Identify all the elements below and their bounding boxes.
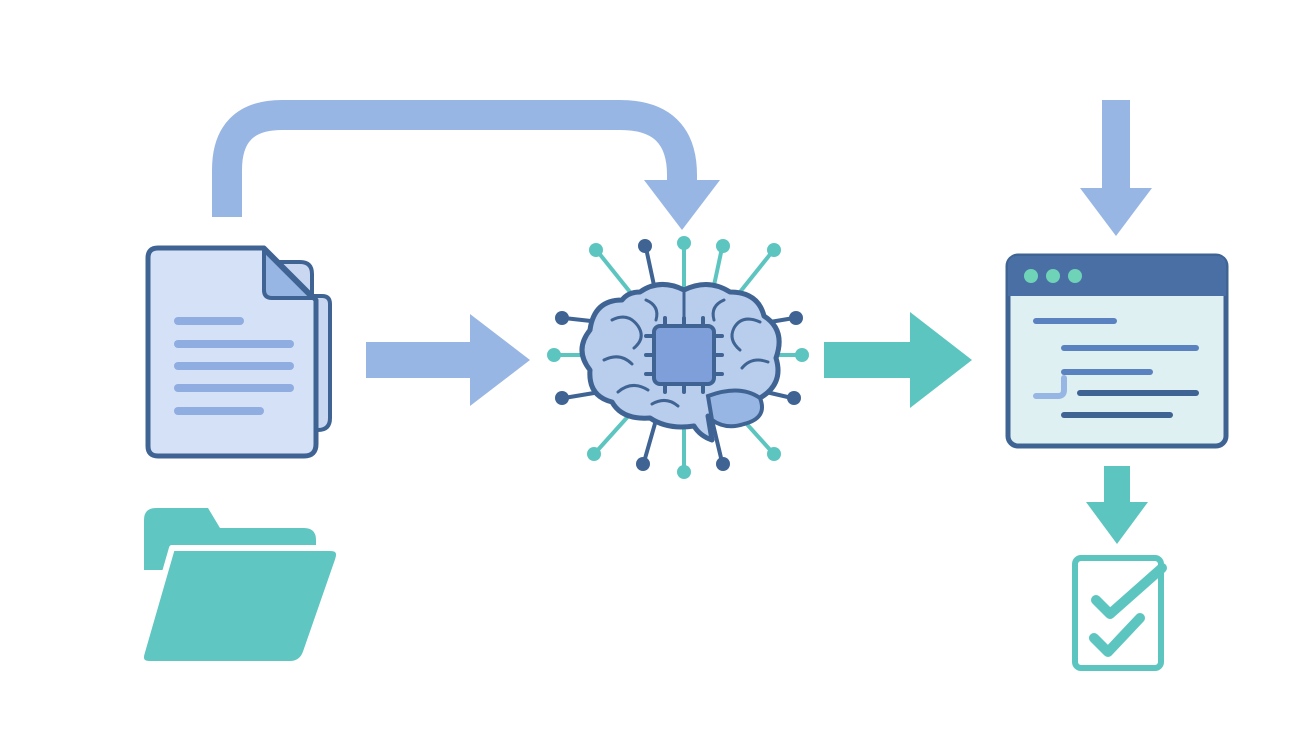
arrow-input-to-window	[1080, 100, 1152, 236]
window-text-lines	[1033, 318, 1199, 418]
app-window-icon	[1005, 253, 1229, 449]
arrow-window-to-checklist	[1086, 466, 1148, 544]
brain-chip-icon	[547, 236, 809, 479]
window-control-dots	[1024, 269, 1082, 283]
document-icon	[145, 245, 332, 459]
folder-icon	[138, 508, 342, 667]
curved-arrow-document-to-brain	[212, 100, 720, 230]
checklist-icon	[1072, 555, 1167, 671]
arrow-document-to-brain	[366, 314, 530, 406]
arrow-brain-to-window	[824, 312, 972, 408]
brain-folds	[602, 290, 770, 408]
processor-chip	[644, 316, 724, 394]
network-nodes	[547, 236, 809, 479]
document-text-lines	[174, 317, 294, 415]
